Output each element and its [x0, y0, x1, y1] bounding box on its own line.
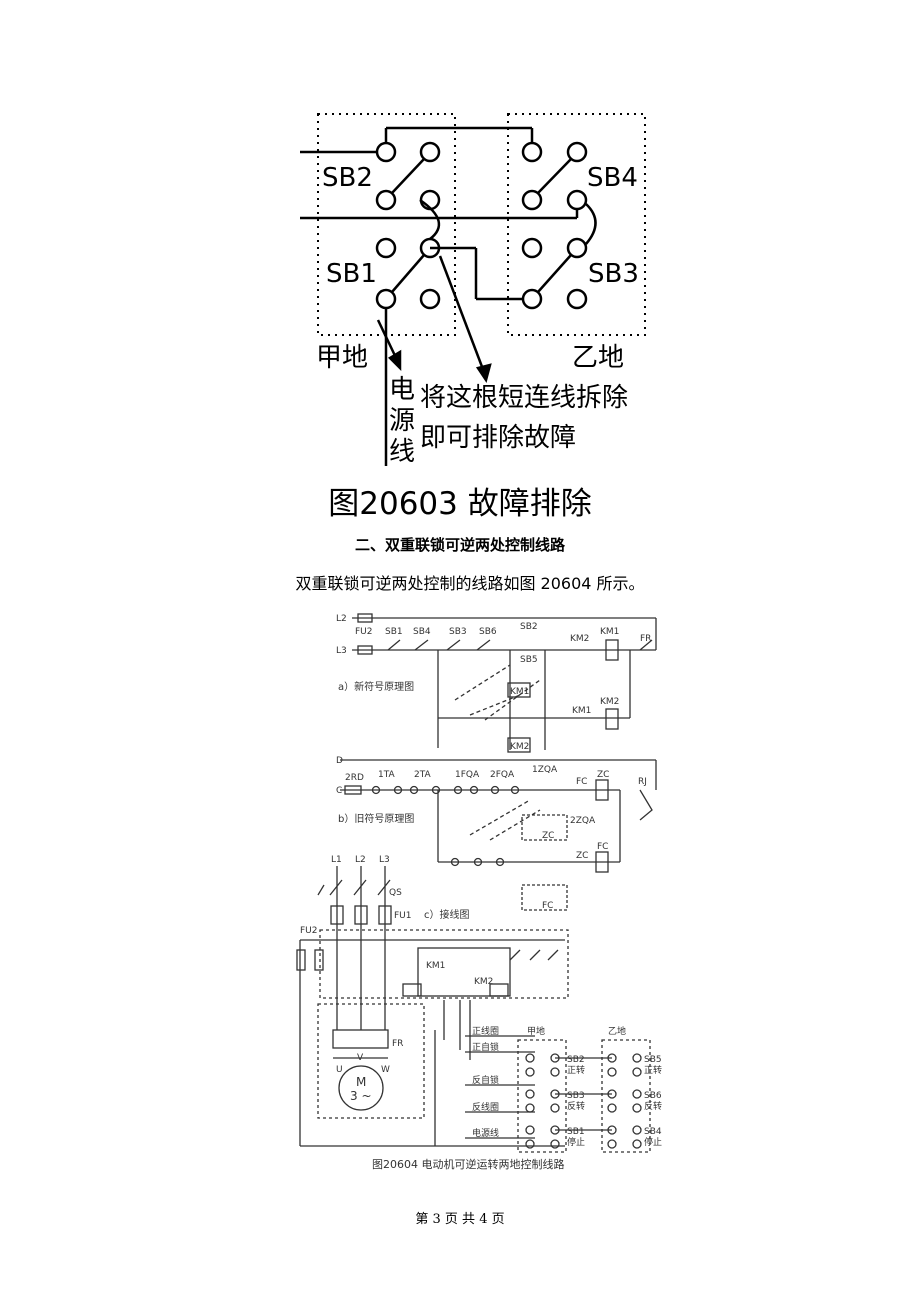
jia-button-func: 停止 [567, 1136, 585, 1148]
fig-b-label: C [336, 786, 342, 796]
fig-a-label: SB4 [413, 627, 431, 637]
fig-a-caption: a）新符号原理图 [338, 680, 414, 693]
fig-c-label: KM1 [426, 961, 445, 971]
fig-c-label: FU2 [300, 926, 318, 936]
fig-b-label: FC [576, 777, 587, 787]
fig-c-label: QS [389, 888, 402, 898]
yi-button-func: 正转 [644, 1064, 662, 1076]
fig-c-label: W [381, 1065, 390, 1075]
jia-label: 甲地 [316, 343, 368, 373]
fig-c-label: 3 ~ [350, 1089, 372, 1103]
fig-a-label: KM2 [600, 697, 619, 707]
fig-c-label: FR [392, 1039, 403, 1049]
fig-c-label: M [356, 1075, 366, 1089]
fig-c-label: 乙地 [608, 1025, 626, 1037]
fig-b-caption: b）旧符号原理图 [338, 812, 414, 825]
yi-button-func: 停止 [644, 1136, 662, 1148]
fig-a-label: KM1 [600, 627, 619, 637]
fig-b-label: 1ZQA [532, 765, 558, 775]
fig-c-label: KM2 [474, 977, 493, 987]
fig-b-label: 1TA [378, 770, 396, 780]
power-line-label: 源 [389, 406, 415, 436]
fig-b-label: 2TA [414, 770, 432, 780]
page-footer: 第 3 页 共 4 页 [415, 1212, 505, 1227]
fig-c-label: L3 [379, 855, 390, 865]
fig-b-label: RJ [638, 777, 647, 787]
fig-b-label: FC [597, 842, 608, 852]
fig-a-label: FU2 [355, 627, 373, 637]
figure-20603-diagram: SB2 SB1 SB4 SB3 甲地 乙地 电 源 线 将这根短连线拆除 即可排… [300, 113, 646, 467]
wire-label: 正自锁 [472, 1041, 499, 1053]
body-paragraph: 双重联锁可逆两处控制的线路如图 20604 所示。 [295, 574, 645, 593]
fig-a-label: KM1 [510, 687, 529, 697]
yi-button-func: 反转 [644, 1100, 662, 1112]
fig-a-label: SB1 [385, 627, 403, 637]
fig-a-label: SB5 [520, 655, 538, 665]
fig-b-label: ZC [597, 770, 609, 780]
fig-a-label: KM1 [572, 706, 591, 716]
fig-b-label: 2FQA [490, 770, 515, 780]
fig-a-label: FR [640, 634, 651, 644]
fig-c-label: 甲地 [527, 1025, 545, 1037]
wire-label: 反自锁 [472, 1074, 499, 1086]
note-line: 即可排除故障 [420, 423, 576, 453]
yi-button-name: SB6 [644, 1091, 662, 1101]
sb1-label: SB1 [326, 259, 377, 289]
wire-label: 反线圈 [472, 1101, 499, 1113]
jia-button-func: 反转 [567, 1100, 585, 1112]
fig-a-label: L3 [336, 646, 347, 656]
jia-button-name: SB1 [567, 1127, 585, 1137]
fig-a-label: L2 [336, 614, 347, 624]
figure-20603-caption: 图20603 故障排除 [328, 486, 592, 522]
fig-c-label: V [357, 1053, 364, 1063]
fig-c-caption: c）接线图 [424, 908, 470, 921]
fig-a-label: SB6 [479, 627, 497, 637]
fig-c-label: L2 [355, 855, 366, 865]
fig-b-label: D [336, 756, 343, 766]
fig-c-label: FU1 [394, 911, 412, 921]
section-heading: 二、双重联锁可逆两处控制线路 [354, 536, 565, 554]
yi-label: 乙地 [572, 343, 624, 373]
fig-b-label: FC [542, 901, 553, 911]
wire-label: 正线圈 [472, 1025, 499, 1037]
fig-b-label: 1FQA [455, 770, 480, 780]
fig-b-label: ZC [576, 851, 588, 861]
fig-c-label: L1 [331, 855, 342, 865]
fig-b-label: 2ZQA [570, 816, 596, 826]
jia-button-func: 正转 [567, 1064, 585, 1076]
sb4-label: SB4 [587, 163, 638, 193]
fig-a-label: SB2 [520, 622, 538, 632]
figure-20604-diagram: L2 L3 FU2 SB1 SB4 SB3 SB6 SB2 SB5 KM2 KM… [296, 613, 662, 1171]
jia-button-name: SB2 [567, 1055, 585, 1065]
fig-c-label: U [336, 1065, 343, 1075]
sb3-label: SB3 [588, 259, 639, 289]
yi-button-name: SB4 [644, 1127, 662, 1137]
wire-label: 电源线 [472, 1127, 499, 1139]
fig-b-label: 2RD [345, 773, 364, 783]
jia-button-name: SB3 [567, 1091, 585, 1101]
fig-b-label: ZC [542, 831, 554, 841]
power-line-label: 电 [389, 375, 415, 405]
note-line: 将这根短连线拆除 [420, 383, 628, 413]
sb2-label: SB2 [322, 163, 373, 193]
figure-20604-caption: 图20604 电动机可逆运转两地控制线路 [372, 1157, 565, 1171]
fig-a-label: KM2 [510, 742, 529, 752]
fig-a-label: SB3 [449, 627, 467, 637]
power-line-label: 线 [389, 437, 415, 467]
yi-button-name: SB5 [644, 1055, 662, 1065]
fig-a-label: KM2 [570, 634, 589, 644]
